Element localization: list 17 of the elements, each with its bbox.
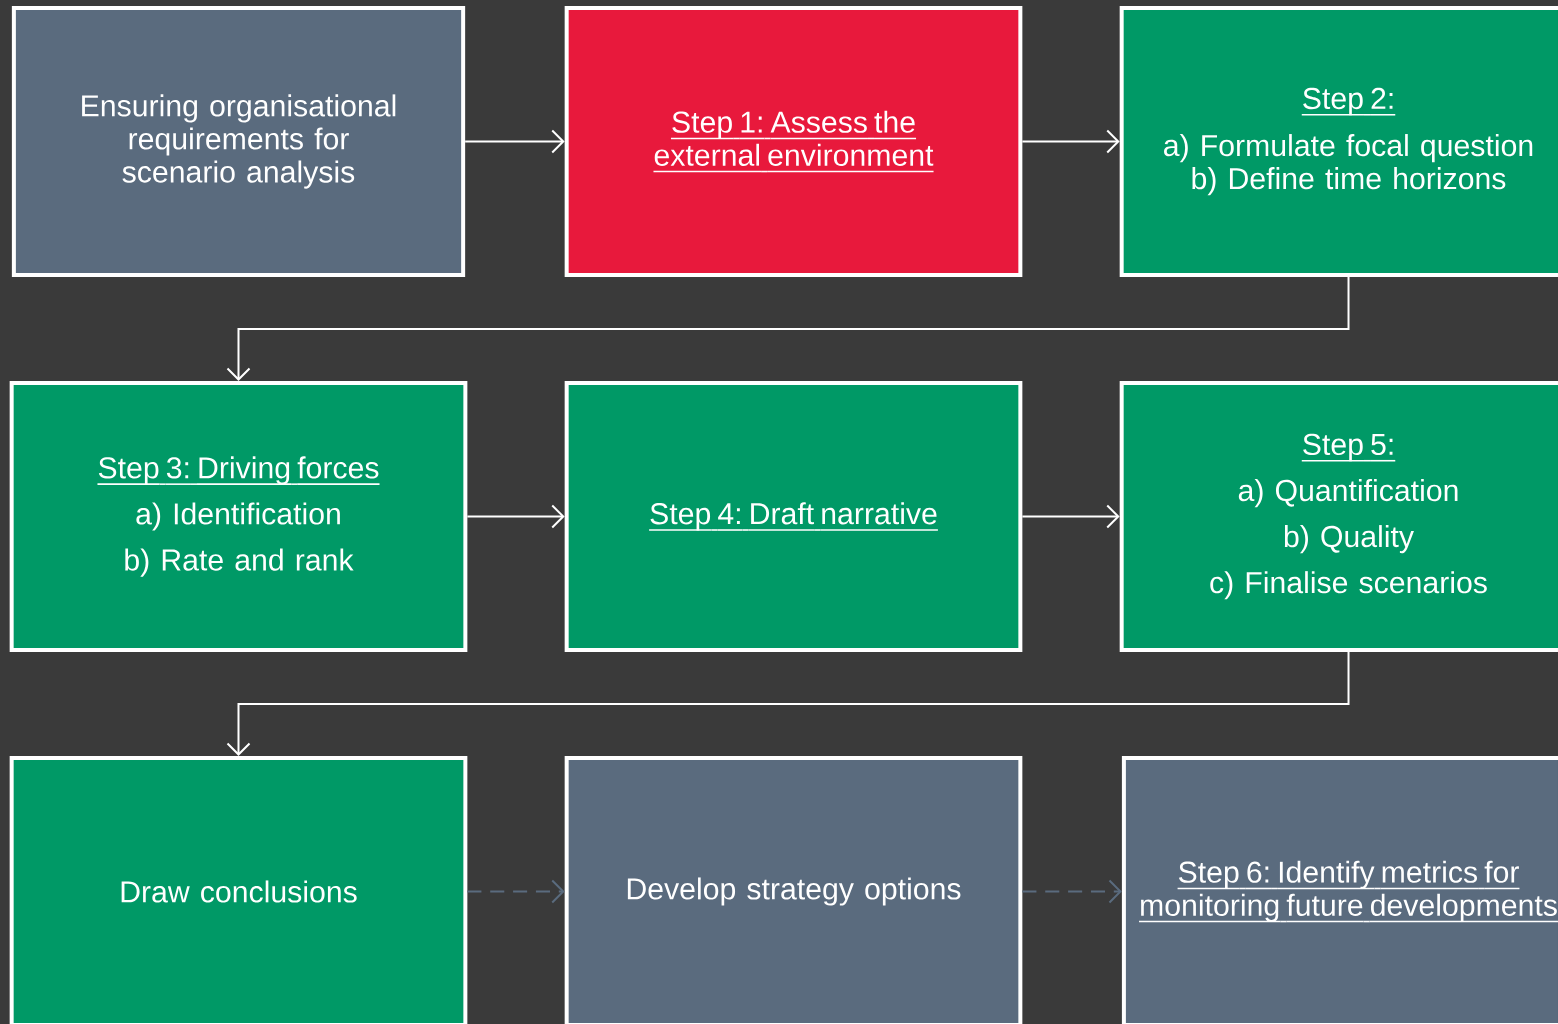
arrow bbox=[226, 276, 1350, 381]
arrow bbox=[1021, 879, 1122, 904]
process-box: Step 4: Draft narrative bbox=[564, 380, 1023, 653]
arrow bbox=[464, 129, 565, 154]
arrow bbox=[1021, 504, 1120, 529]
process-box: Step 1: Assess the external environment bbox=[564, 5, 1023, 278]
arrow bbox=[1021, 129, 1120, 154]
arrow bbox=[466, 504, 565, 529]
process-box: Step 6: Identify metrics for monitoring future developments bbox=[1121, 755, 1558, 1024]
process-box: Step 3: Driving forces a) Identification b) Rate and rank bbox=[9, 380, 468, 653]
process-box: Develop strategy options bbox=[564, 755, 1023, 1024]
process-box: Draw conclusions bbox=[9, 755, 468, 1024]
process-box: Step 5: a) Quantification b) Quality c) Finalise scenarios bbox=[1119, 380, 1558, 653]
arrow bbox=[466, 879, 565, 904]
process-box: Step 2: a) Formulate focal question b) Define time horizons bbox=[1119, 5, 1558, 278]
arrow bbox=[226, 651, 1350, 756]
process-box: Ensuring organisational requirements for scenario analysis bbox=[11, 5, 466, 278]
